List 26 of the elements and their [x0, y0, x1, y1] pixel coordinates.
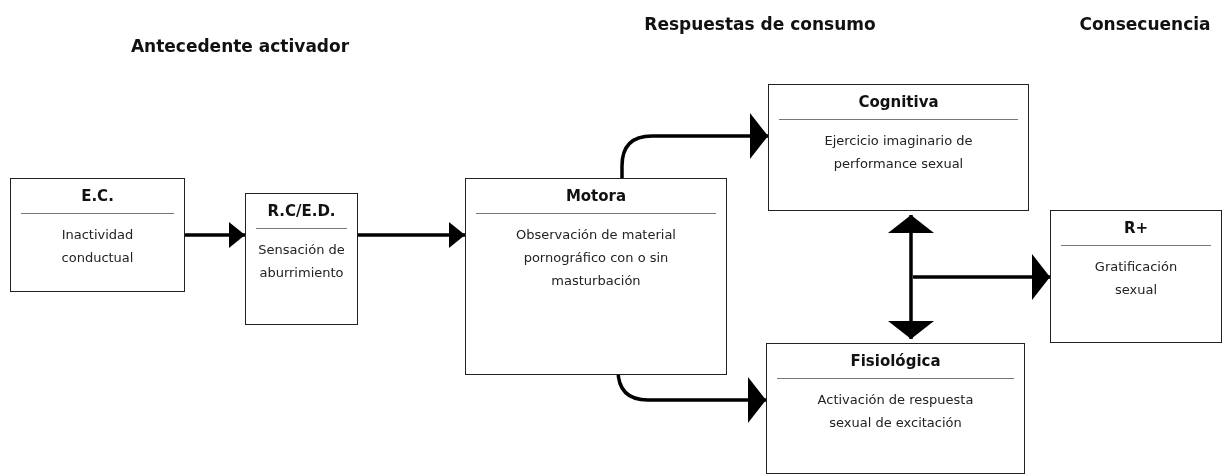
- box-text: Ejercicio imaginario de performance sexual: [823, 132, 974, 173]
- process-box: [768, 84, 1029, 211]
- column-heading: Consecuencia: [1079, 14, 1211, 34]
- box-heading: Motora: [565, 187, 627, 205]
- process-box: [766, 343, 1025, 474]
- process-box: [465, 178, 727, 375]
- arrow: [185, 222, 245, 248]
- box-text: Activación de respuesta sexual de excitación: [816, 391, 975, 432]
- column-heading: Respuestas de consumo: [644, 14, 876, 34]
- box-text: Gratificación sexual: [1093, 258, 1179, 299]
- box-text: Observación de material pornográfico con o sin masturbación: [515, 226, 677, 290]
- process-box: [10, 178, 185, 292]
- box-text: Sensación de aburrimiento: [257, 241, 346, 282]
- process-box: [1050, 210, 1222, 343]
- column-heading: Antecedente activador: [130, 36, 350, 56]
- box-heading: Cognitiva: [858, 93, 939, 111]
- box-heading: E.C.: [81, 187, 114, 205]
- box-heading: Fisiológica: [850, 352, 941, 370]
- arrow: [913, 254, 1050, 300]
- box-heading: R+: [1123, 219, 1149, 237]
- arrow: [888, 215, 934, 339]
- arrow: [358, 222, 465, 248]
- box-heading: R.C/E.D.: [267, 202, 336, 220]
- box-text: Inactividad conductual: [60, 226, 135, 267]
- arrow: [620, 113, 768, 178]
- process-box: [245, 193, 358, 325]
